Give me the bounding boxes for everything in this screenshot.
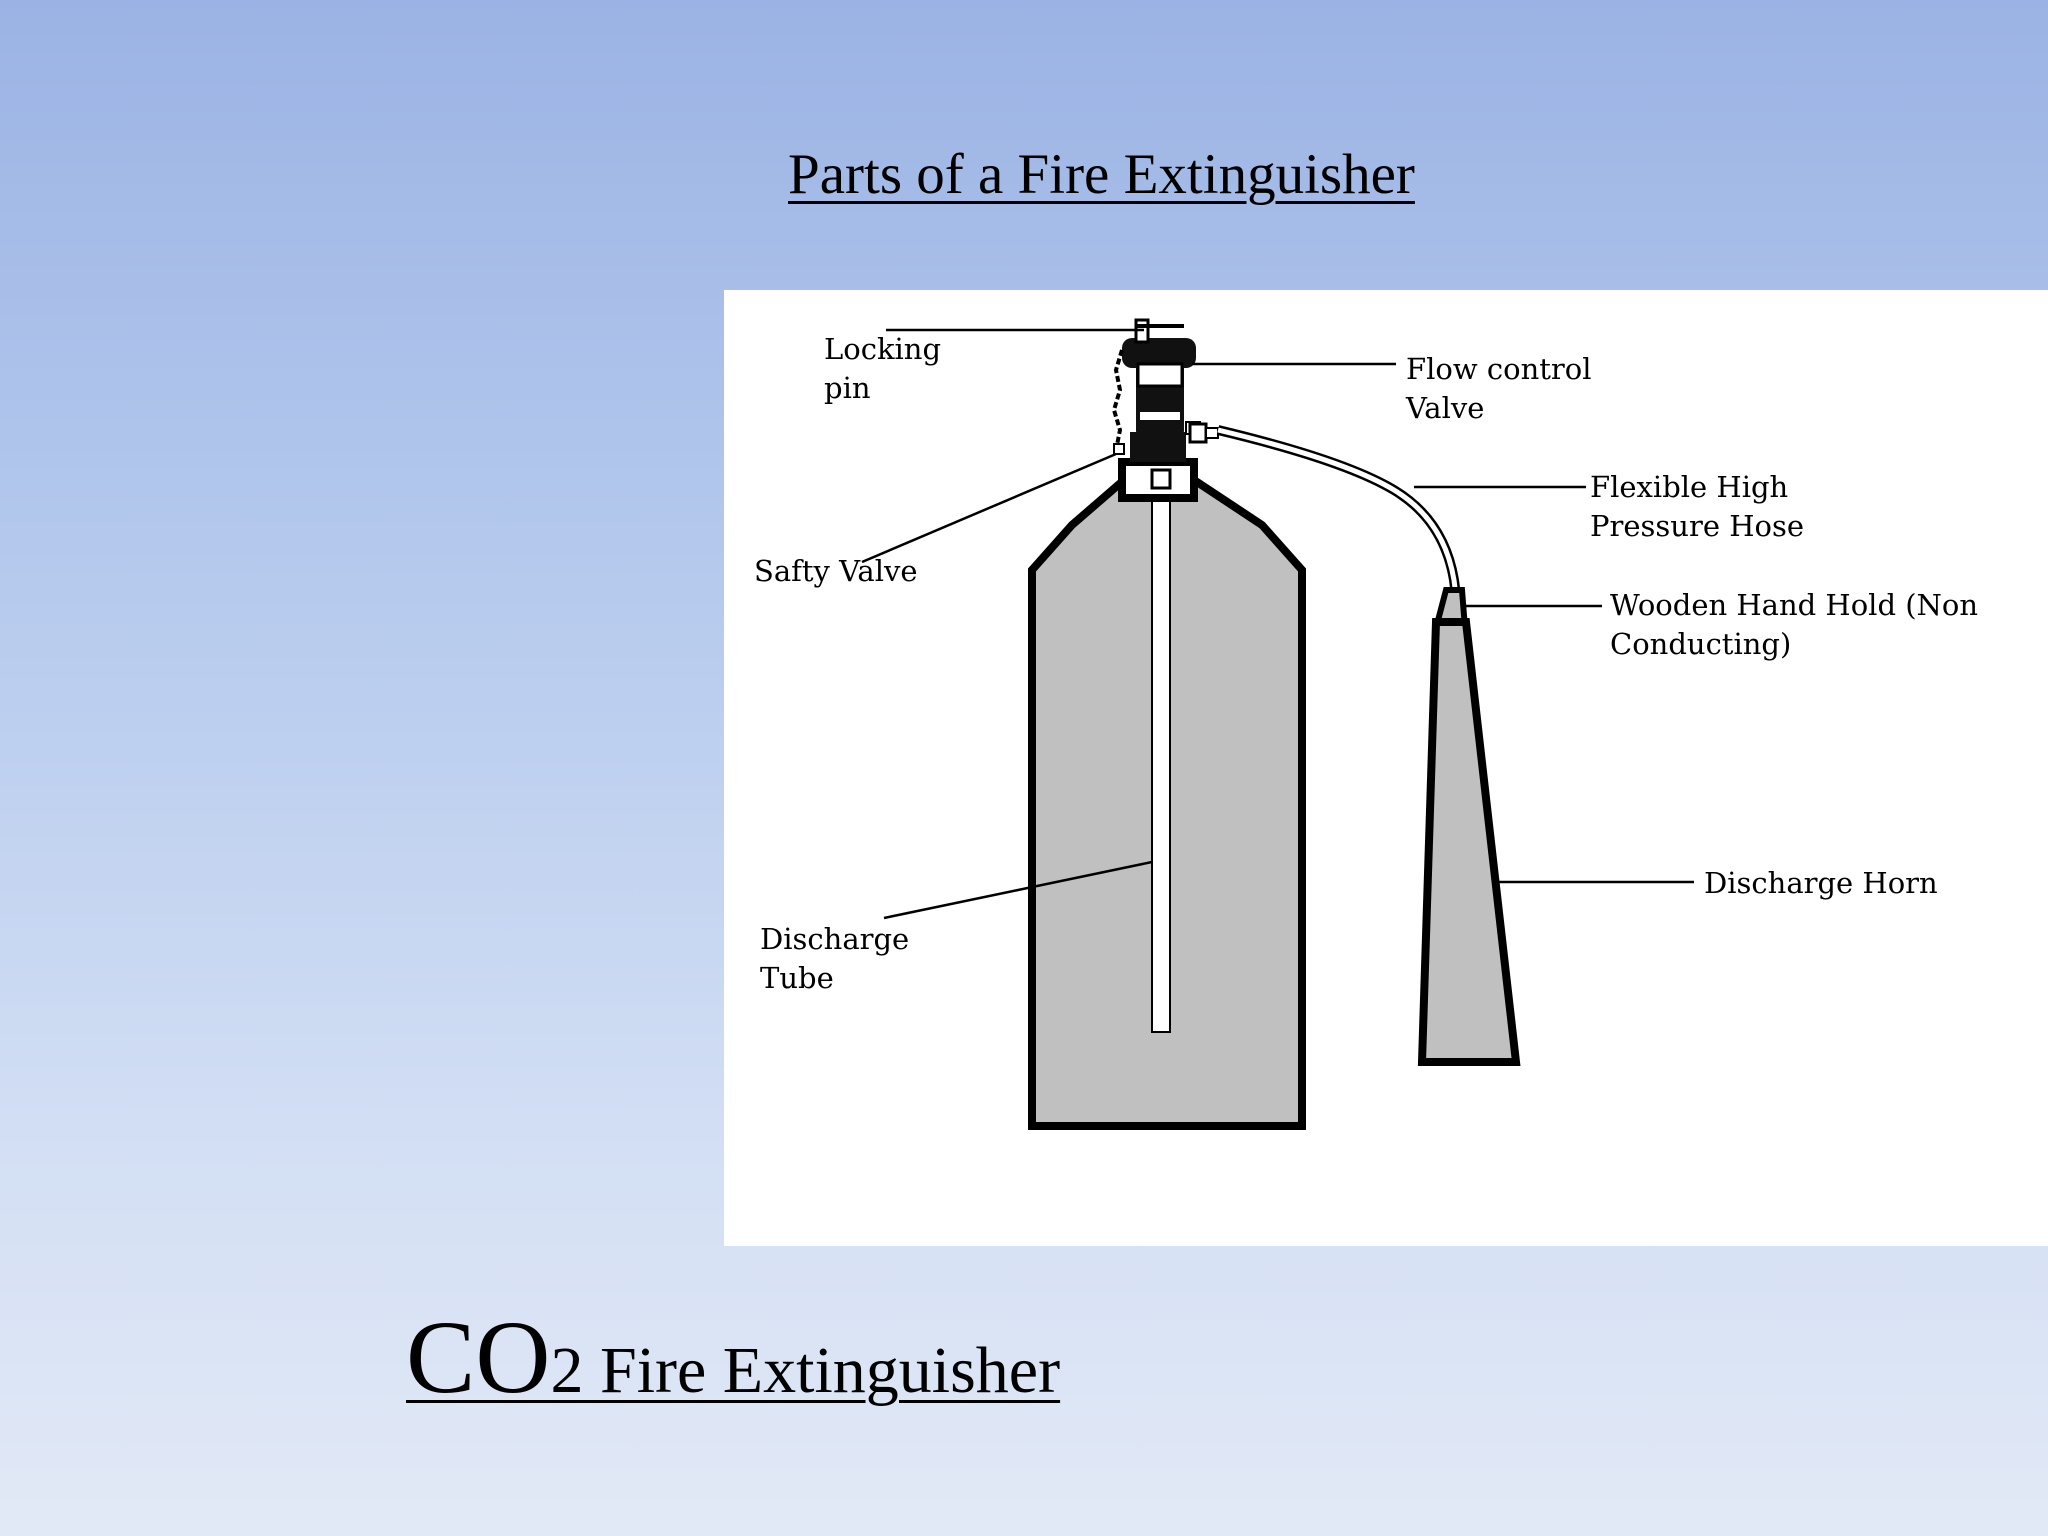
- leader-discharge-tube: [883, 860, 1153, 920]
- extinguisher-diagram: Locking pin Flow control Valve Flexible …: [724, 290, 2048, 1246]
- hose-fitting: [1188, 422, 1208, 444]
- valve-body: [1130, 432, 1186, 462]
- extinguisher-drawing: [861, 318, 1694, 1130]
- slide-title: Parts of a Fire Extinguisher: [788, 143, 1415, 206]
- label-locking-pin: Locking pin: [824, 332, 942, 405]
- label-flexible-hose: Flexible High Pressure Hose: [1590, 470, 1805, 543]
- label-discharge-tube: Discharge Tube: [760, 922, 910, 995]
- safety-valve-shape: [1113, 443, 1125, 455]
- label-flow-control-valve: Flow control Valve: [1406, 352, 1592, 425]
- leader-safety-valve: [861, 452, 1117, 564]
- slide-caption: CO2 Fire Extinguisher: [406, 1298, 1060, 1417]
- caption-rest: 2 Fire Extinguisher: [550, 1334, 1061, 1407]
- label-safety-valve: Safty Valve: [754, 554, 918, 588]
- chain: [1111, 349, 1124, 451]
- caption-co: CO: [406, 1300, 551, 1415]
- discharge-horn: [1417, 618, 1521, 1066]
- label-discharge-horn: Discharge Horn: [1704, 866, 1938, 900]
- discharge-tube-shape: [1151, 489, 1171, 1033]
- label-wooden-hand-hold: Wooden Hand Hold (Non Conducting): [1610, 588, 1979, 661]
